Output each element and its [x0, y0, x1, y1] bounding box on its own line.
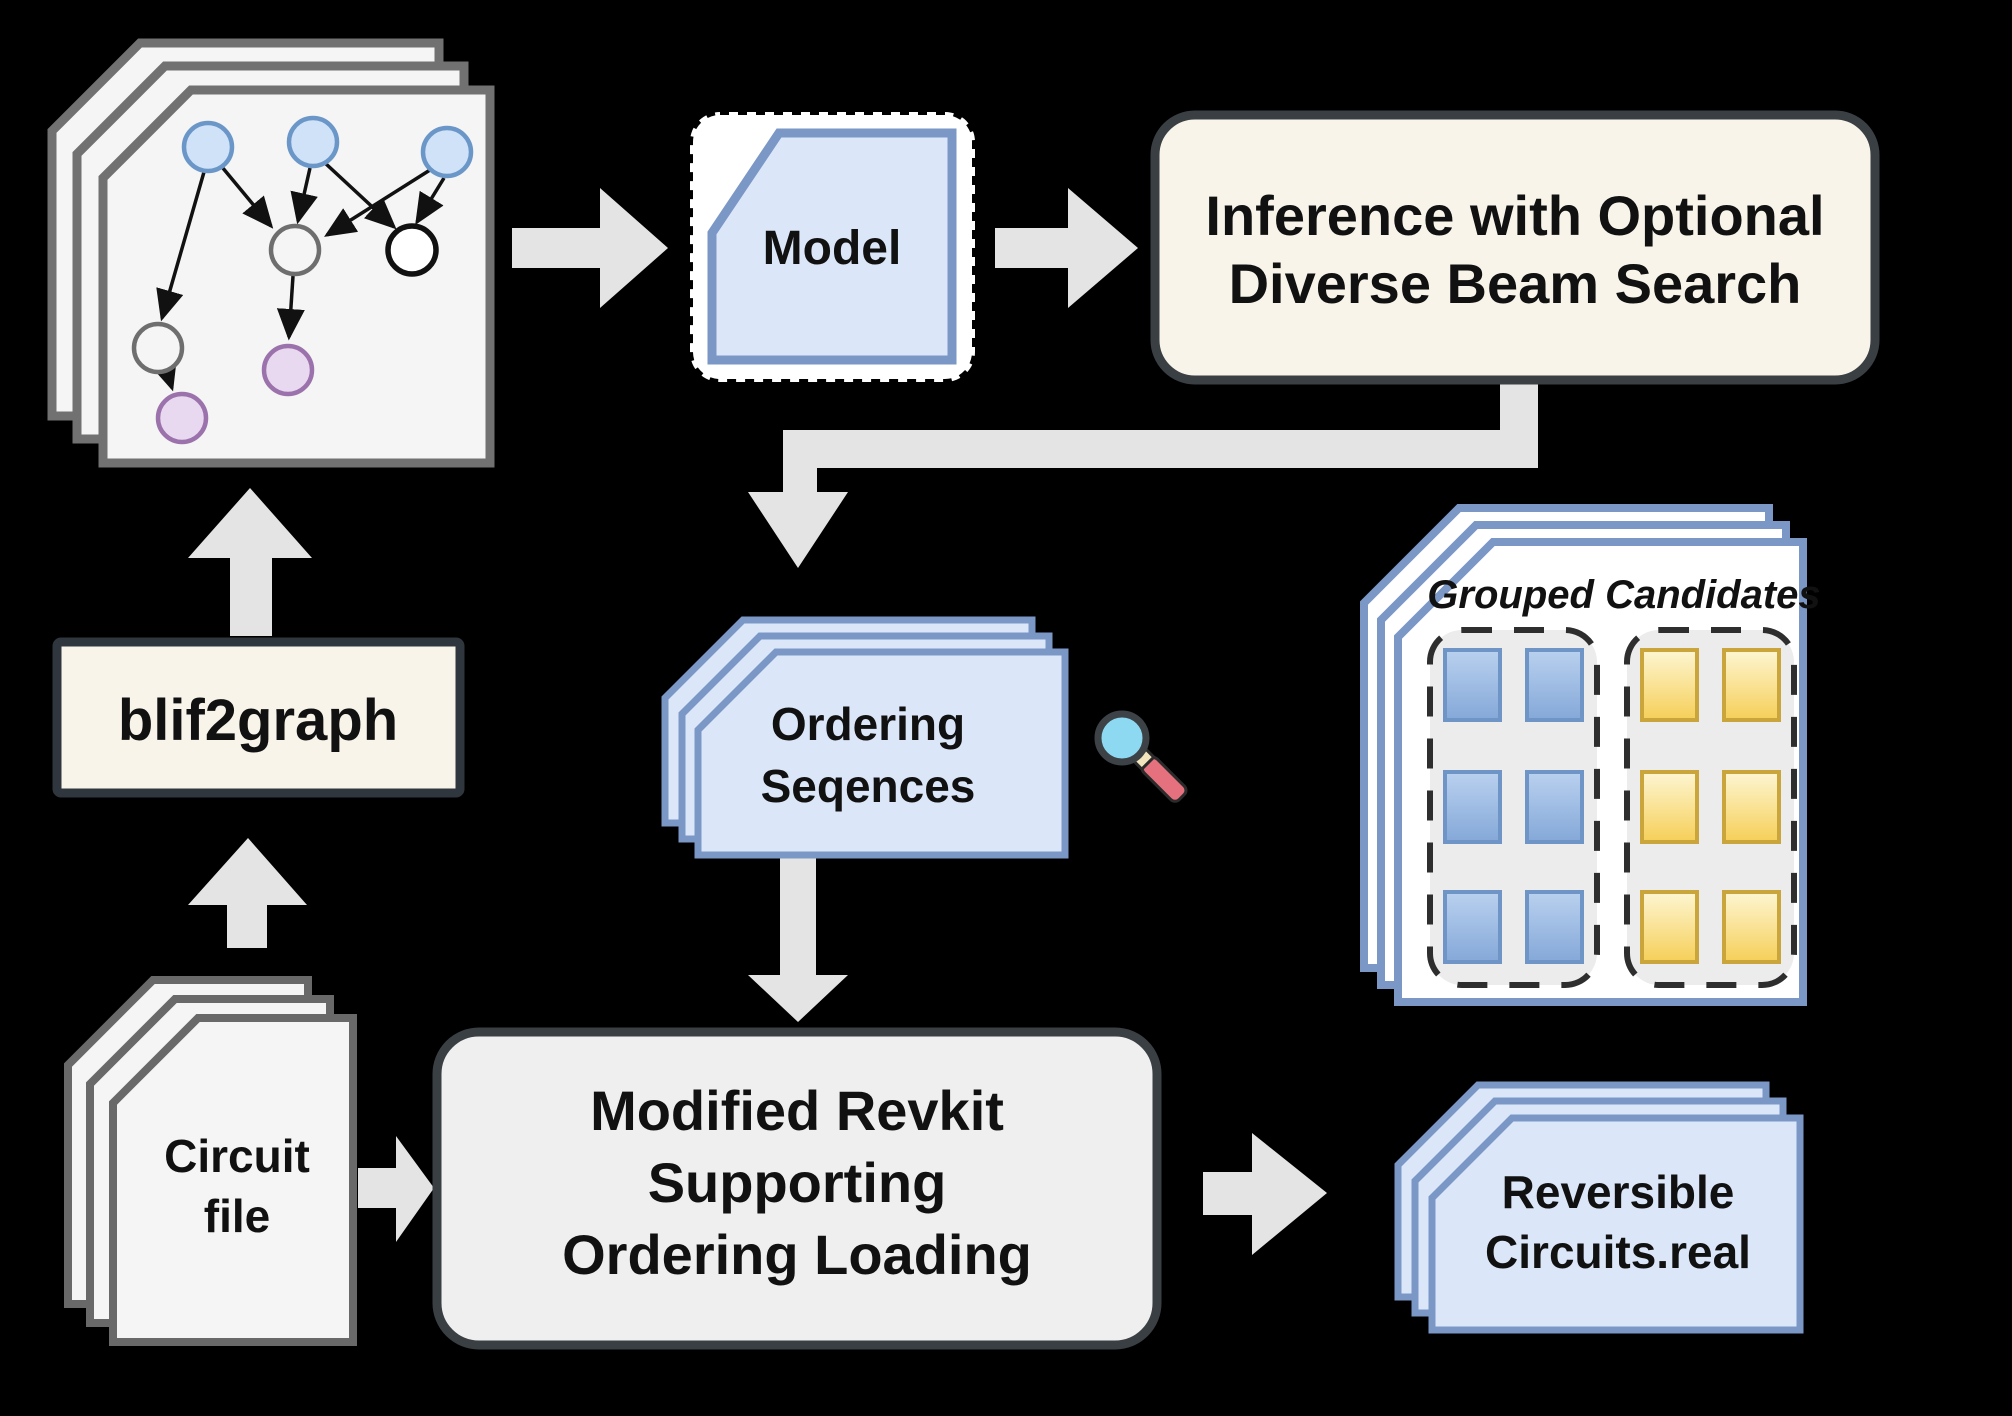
arrow-circuit-to-revkit — [358, 1136, 434, 1242]
revkit-box-bg — [432, 1027, 1162, 1350]
model-document-icon — [707, 128, 957, 365]
graph-edge — [220, 165, 274, 229]
candidate-square — [1722, 648, 1781, 722]
candidate-squares-blue — [1443, 648, 1584, 964]
graph-edge — [415, 177, 446, 225]
graph-node-internal-black — [385, 223, 439, 277]
page — [109, 1014, 357, 1346]
revkit-box: Modified Revkit Supporting Ordering Load… — [432, 1027, 1162, 1350]
graph-node-output — [261, 343, 315, 397]
candidate-square — [1443, 770, 1502, 844]
magnifier-icon — [1094, 710, 1188, 803]
circuit-file-label-line2: file — [204, 1190, 270, 1242]
blif2graph-box-bg — [52, 637, 465, 798]
candidate-square — [1722, 890, 1781, 964]
candidate-square — [1443, 648, 1502, 722]
grouped-candidates-title: Grouped Candidates — [1427, 573, 1820, 617]
arrow-circuit-to-blif2graph — [188, 838, 307, 948]
graph-edge — [323, 161, 397, 230]
ordering-label-line2: Seqences — [761, 760, 976, 812]
candidate-group-yellow — [1624, 627, 1797, 988]
arrow-blif2graph-to-graph — [188, 488, 312, 636]
graph-node-internal — [268, 223, 322, 277]
graph-edge — [324, 168, 431, 237]
graph-edge — [156, 171, 206, 322]
graph-edge — [276, 275, 305, 341]
page — [1428, 1114, 1804, 1334]
arrow-model-to-inference — [995, 188, 1138, 308]
candidate-square — [1525, 770, 1584, 844]
inference-label-line2: Diverse Beam Search — [1229, 252, 1802, 315]
revkit-label-line1: Modified Revkit — [590, 1079, 1004, 1142]
graph-node-input — [286, 115, 340, 169]
inference-box-bg — [1150, 110, 1880, 385]
candidate-square — [1640, 890, 1699, 964]
reversible-label-line2: Circuits.real — [1485, 1226, 1751, 1278]
candidate-square — [1525, 648, 1584, 722]
circuit-file-label-line1: Circuit — [164, 1130, 310, 1182]
flow-arrows — [188, 188, 1538, 1255]
graph-node-output — [155, 391, 209, 445]
circuit-file-stack — [64, 976, 357, 1346]
candidate-square — [1640, 770, 1699, 844]
arrow-inference-to-ordering-elbow — [748, 382, 1538, 568]
graph-node-input — [181, 120, 235, 174]
reversible-circuits-stack — [1394, 1081, 1804, 1334]
candidate-squares-yellow — [1640, 648, 1781, 964]
arrow-graph-to-model — [512, 188, 668, 308]
blif2graph-label: blif2graph — [118, 688, 398, 753]
inference-label-line1: Inference with Optional — [1205, 184, 1824, 247]
model-box: Model — [687, 109, 978, 385]
graph-edge — [290, 167, 318, 225]
ordering-sequences-stack — [661, 616, 1069, 859]
reversible-label-line1: Reversible — [1502, 1166, 1735, 1218]
ordering-label-line1: Ordering — [771, 698, 965, 750]
arrow-ordering-to-revkit — [748, 858, 848, 1022]
blif2graph-box: blif2graph — [52, 637, 465, 798]
candidate-square — [1722, 770, 1781, 844]
graph-edges — [150, 161, 446, 392]
page — [694, 648, 1069, 859]
graph-nodes — [131, 115, 474, 445]
magnifier-lens — [1094, 710, 1150, 766]
inference-box: Inference with Optional Diverse Beam Sea… — [1150, 110, 1880, 385]
model-label: Model — [763, 222, 902, 275]
graph-node-input — [420, 125, 474, 179]
revkit-label-line3: Ordering Loading — [562, 1223, 1032, 1286]
candidate-square — [1525, 890, 1584, 964]
revkit-label-line2: Supporting — [648, 1151, 947, 1214]
candidate-square — [1443, 890, 1502, 964]
graph-node-internal — [131, 321, 185, 375]
arrow-revkit-to-reversible — [1203, 1133, 1327, 1255]
candidate-group-blue — [1427, 627, 1600, 988]
candidate-square — [1640, 648, 1699, 722]
